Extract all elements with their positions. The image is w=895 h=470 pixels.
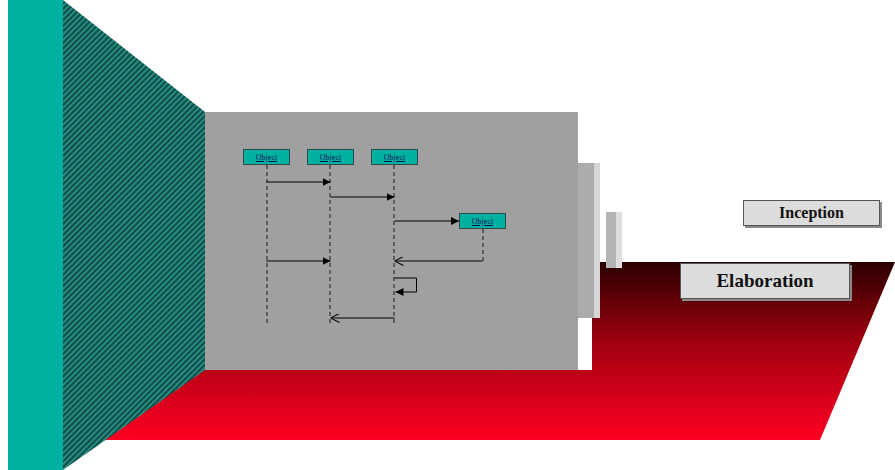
- middle-panel: [578, 163, 594, 318]
- object-name: Object: [256, 153, 277, 162]
- message-arrow: [267, 261, 331, 262]
- wall-edge: [8, 0, 63, 470]
- far-panel: [606, 212, 616, 268]
- phase-name: Elaboration: [716, 270, 813, 292]
- object-box: Object: [459, 213, 506, 229]
- phase-name: Inception: [779, 204, 844, 222]
- message-arrow: [395, 261, 483, 262]
- message-arrow: [267, 182, 331, 183]
- back-wall-panel: [205, 112, 578, 370]
- middle-panel-side: [594, 163, 600, 318]
- lifeline: [330, 165, 331, 323]
- phase-label: Elaboration: [680, 263, 850, 299]
- object-name: Object: [320, 153, 341, 162]
- object-name: Object: [472, 217, 493, 226]
- message-arrow: [331, 318, 395, 319]
- far-panel-side: [616, 212, 622, 268]
- object-box: Object: [371, 149, 418, 165]
- lifeline: [267, 165, 268, 323]
- side-wall: [63, 0, 205, 470]
- object-box: Object: [243, 149, 290, 165]
- object-name: Object: [384, 153, 405, 162]
- phase-label: Inception: [743, 200, 880, 226]
- message-arrow: [395, 278, 417, 292]
- lifelines: [267, 165, 483, 323]
- message-arrow: [331, 197, 395, 198]
- lifeline: [483, 229, 484, 262]
- message-arrow: [395, 221, 460, 222]
- lifeline: [394, 165, 395, 323]
- object-box: Object: [307, 149, 354, 165]
